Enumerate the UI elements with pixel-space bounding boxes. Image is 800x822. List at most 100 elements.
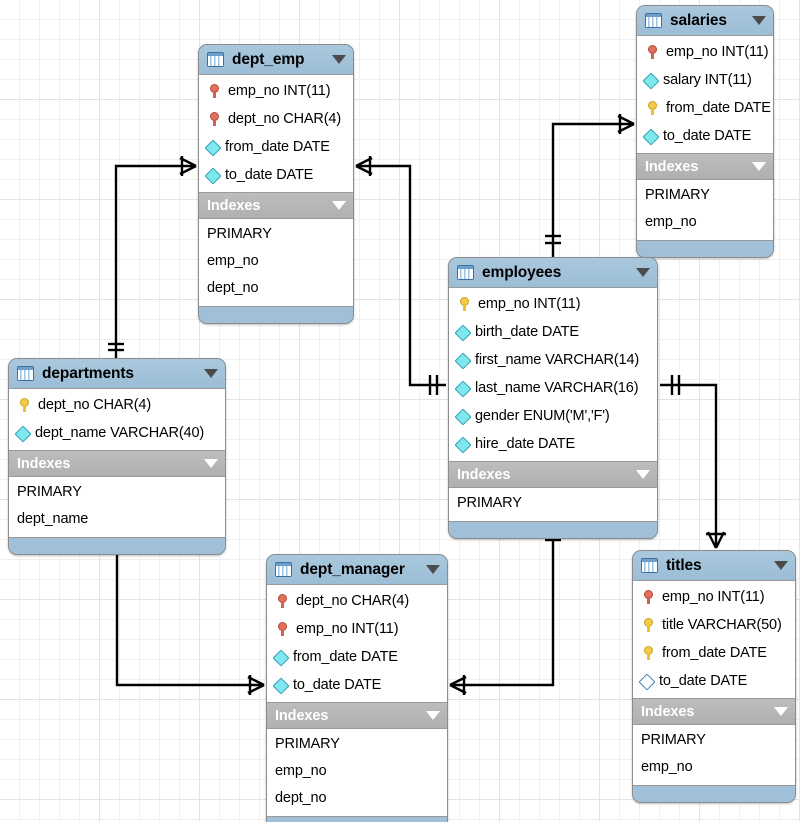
column-row[interactable]: dept_no CHAR(4)	[199, 105, 353, 133]
indexes-header-titles[interactable]: Indexes	[633, 699, 795, 725]
indexes-header-departments[interactable]: Indexes	[9, 451, 225, 477]
table-footer	[9, 538, 225, 554]
column-row[interactable]: salary INT(11)	[637, 66, 773, 94]
column-label: dept_no CHAR(4)	[296, 593, 409, 609]
table-titles[interactable]: titles emp_no INT(11)title VARCHAR(50)fro…	[632, 550, 796, 803]
column-row[interactable]: emp_no INT(11)	[637, 38, 773, 66]
column-icon	[642, 72, 660, 90]
table-header-salaries[interactable]: salaries	[637, 6, 773, 35]
table-header-dept_emp[interactable]: dept_emp	[199, 45, 353, 74]
column-row[interactable]: from_date DATE	[267, 643, 447, 671]
index-row[interactable]: emp_no	[275, 763, 327, 779]
column-row[interactable]: title VARCHAR(50)	[633, 611, 795, 639]
chevron-down-icon[interactable]	[636, 470, 650, 479]
index-row[interactable]: PRIMARY	[645, 187, 710, 203]
column-row[interactable]: to_date DATE	[267, 671, 447, 699]
column-row[interactable]: emp_no INT(11)	[449, 290, 657, 318]
column-icon	[454, 380, 472, 398]
column-row[interactable]: emp_no INT(11)	[199, 77, 353, 105]
column-label: to_date DATE	[659, 673, 748, 689]
chevron-down-icon[interactable]	[752, 16, 766, 25]
column-row[interactable]: hire_date DATE	[449, 430, 657, 458]
chevron-down-icon[interactable]	[332, 55, 346, 64]
column-row[interactable]: birth_date DATE	[449, 318, 657, 346]
index-row[interactable]: emp_no	[207, 253, 259, 269]
table-title: titles	[666, 556, 702, 574]
column-label: from_date DATE	[293, 649, 398, 665]
table-dept_emp[interactable]: dept_emp emp_no INT(11)dept_no CHAR(4) fro…	[198, 44, 354, 324]
column-icon	[454, 324, 472, 342]
column-label: from_date DATE	[225, 139, 330, 155]
column-icon	[204, 167, 222, 185]
column-label: gender ENUM('M','F')	[475, 408, 610, 424]
column-row[interactable]: from_date DATE	[637, 94, 773, 122]
column-row[interactable]: to_date DATE	[199, 161, 353, 189]
table-title: salaries	[670, 11, 727, 29]
column-row[interactable]: gender ENUM('M','F')	[449, 402, 657, 430]
index-list: PRIMARY dept_name	[9, 477, 225, 538]
table-header-employees[interactable]: employees	[449, 258, 657, 287]
column-row[interactable]: from_date DATE	[633, 639, 795, 667]
column-label: last_name VARCHAR(16)	[475, 380, 639, 396]
index-row[interactable]: emp_no	[641, 759, 693, 775]
table-dept_manager[interactable]: dept_manager dept_no CHAR(4) emp_no INT(11…	[266, 554, 448, 822]
table-header-departments[interactable]: departments	[9, 359, 225, 388]
table-title: dept_emp	[232, 50, 305, 68]
table-footer	[199, 307, 353, 323]
column-row[interactable]: to_date DATE	[633, 667, 795, 695]
index-row[interactable]: dept_no	[275, 790, 327, 806]
chevron-down-icon[interactable]	[774, 707, 788, 716]
column-label: hire_date DATE	[475, 436, 575, 452]
chevron-down-icon[interactable]	[204, 369, 218, 378]
column-row[interactable]: dept_no CHAR(4)	[9, 391, 225, 419]
chevron-down-icon[interactable]	[204, 459, 218, 468]
column-list: emp_no INT(11)salary INT(11)from_date DA…	[637, 35, 773, 154]
foreign-key-icon	[275, 621, 290, 637]
chevron-down-icon[interactable]	[774, 561, 788, 570]
table-header-dept_manager[interactable]: dept_manager	[267, 555, 447, 584]
index-row[interactable]: PRIMARY	[457, 495, 522, 511]
index-row[interactable]: PRIMARY	[641, 732, 706, 748]
indexes-header-dept_manager[interactable]: Indexes	[267, 703, 447, 729]
chevron-down-icon[interactable]	[636, 268, 650, 277]
table-footer	[449, 522, 657, 538]
column-row[interactable]: first_name VARCHAR(14)	[449, 346, 657, 374]
column-label: emp_no INT(11)	[296, 621, 399, 637]
column-list: dept_no CHAR(4) emp_no INT(11) from_date D…	[267, 584, 447, 703]
column-row[interactable]: emp_no INT(11)	[633, 583, 795, 611]
index-list: PRIMARY emp_no dept_no	[267, 729, 447, 817]
chevron-down-icon[interactable]	[426, 565, 440, 574]
table-header-titles[interactable]: titles	[633, 551, 795, 580]
column-icon	[454, 352, 472, 370]
indexes-header-salaries[interactable]: Indexes	[637, 154, 773, 180]
column-row[interactable]: to_date DATE	[637, 122, 773, 150]
index-row[interactable]: dept_no	[207, 280, 259, 296]
table-departments[interactable]: departments dept_no CHAR(4)dept_name VARC…	[8, 358, 226, 555]
indexes-label: Indexes	[207, 197, 261, 214]
index-row[interactable]: emp_no	[645, 214, 697, 230]
column-row[interactable]: from_date DATE	[199, 133, 353, 161]
table-title: employees	[482, 263, 562, 281]
column-row[interactable]: emp_no INT(11)	[267, 615, 447, 643]
column-icon	[454, 436, 472, 454]
indexes-header-dept_emp[interactable]: Indexes	[199, 193, 353, 219]
chevron-down-icon[interactable]	[752, 162, 766, 171]
chevron-down-icon[interactable]	[332, 201, 346, 210]
column-row[interactable]: dept_no CHAR(4)	[267, 587, 447, 615]
table-salaries[interactable]: salaries emp_no INT(11)salary INT(11)from…	[636, 5, 774, 258]
relationship-dept_emp-employees	[355, 156, 446, 395]
index-row[interactable]: PRIMARY	[17, 484, 82, 500]
column-icon	[454, 408, 472, 426]
column-row[interactable]: dept_name VARCHAR(40)	[9, 419, 225, 447]
primary-key-icon	[645, 100, 660, 116]
index-list: PRIMARY	[449, 488, 657, 522]
column-row[interactable]: last_name VARCHAR(16)	[449, 374, 657, 402]
indexes-label: Indexes	[641, 703, 695, 720]
chevron-down-icon[interactable]	[426, 711, 440, 720]
index-row[interactable]: PRIMARY	[275, 736, 340, 752]
index-row[interactable]: PRIMARY	[207, 226, 272, 242]
index-row[interactable]: dept_name	[17, 511, 89, 527]
indexes-header-employees[interactable]: Indexes	[449, 462, 657, 488]
